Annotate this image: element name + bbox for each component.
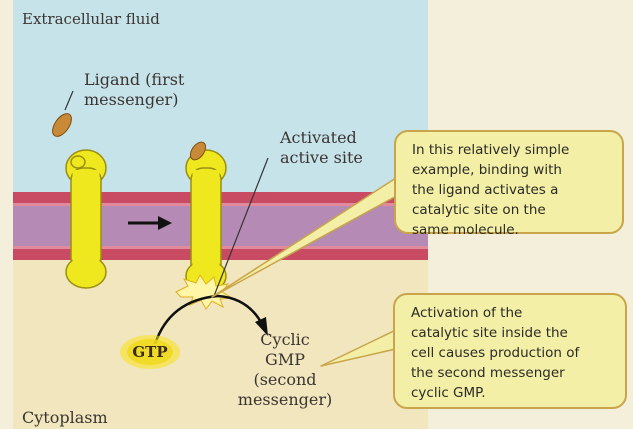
active-receptor: [186, 150, 226, 292]
cytoplasm-label: Cytoplasm: [22, 408, 108, 428]
activated-site-label: Activated active site: [280, 128, 363, 168]
gtp-label: GTP: [132, 343, 167, 361]
inactive-receptor: [66, 150, 106, 288]
bottom-callout: Activation of the catalytic site inside …: [393, 293, 627, 409]
ligand-label: Ligand (first messenger): [84, 70, 184, 110]
extracellular-label: Extracellular fluid: [22, 9, 160, 29]
gtp-molecule: GTP: [120, 335, 180, 369]
cyclic-gmp-label: Cyclic GMP (second messenger): [230, 330, 340, 410]
top-callout: In this relatively simple example, bindi…: [394, 130, 624, 234]
